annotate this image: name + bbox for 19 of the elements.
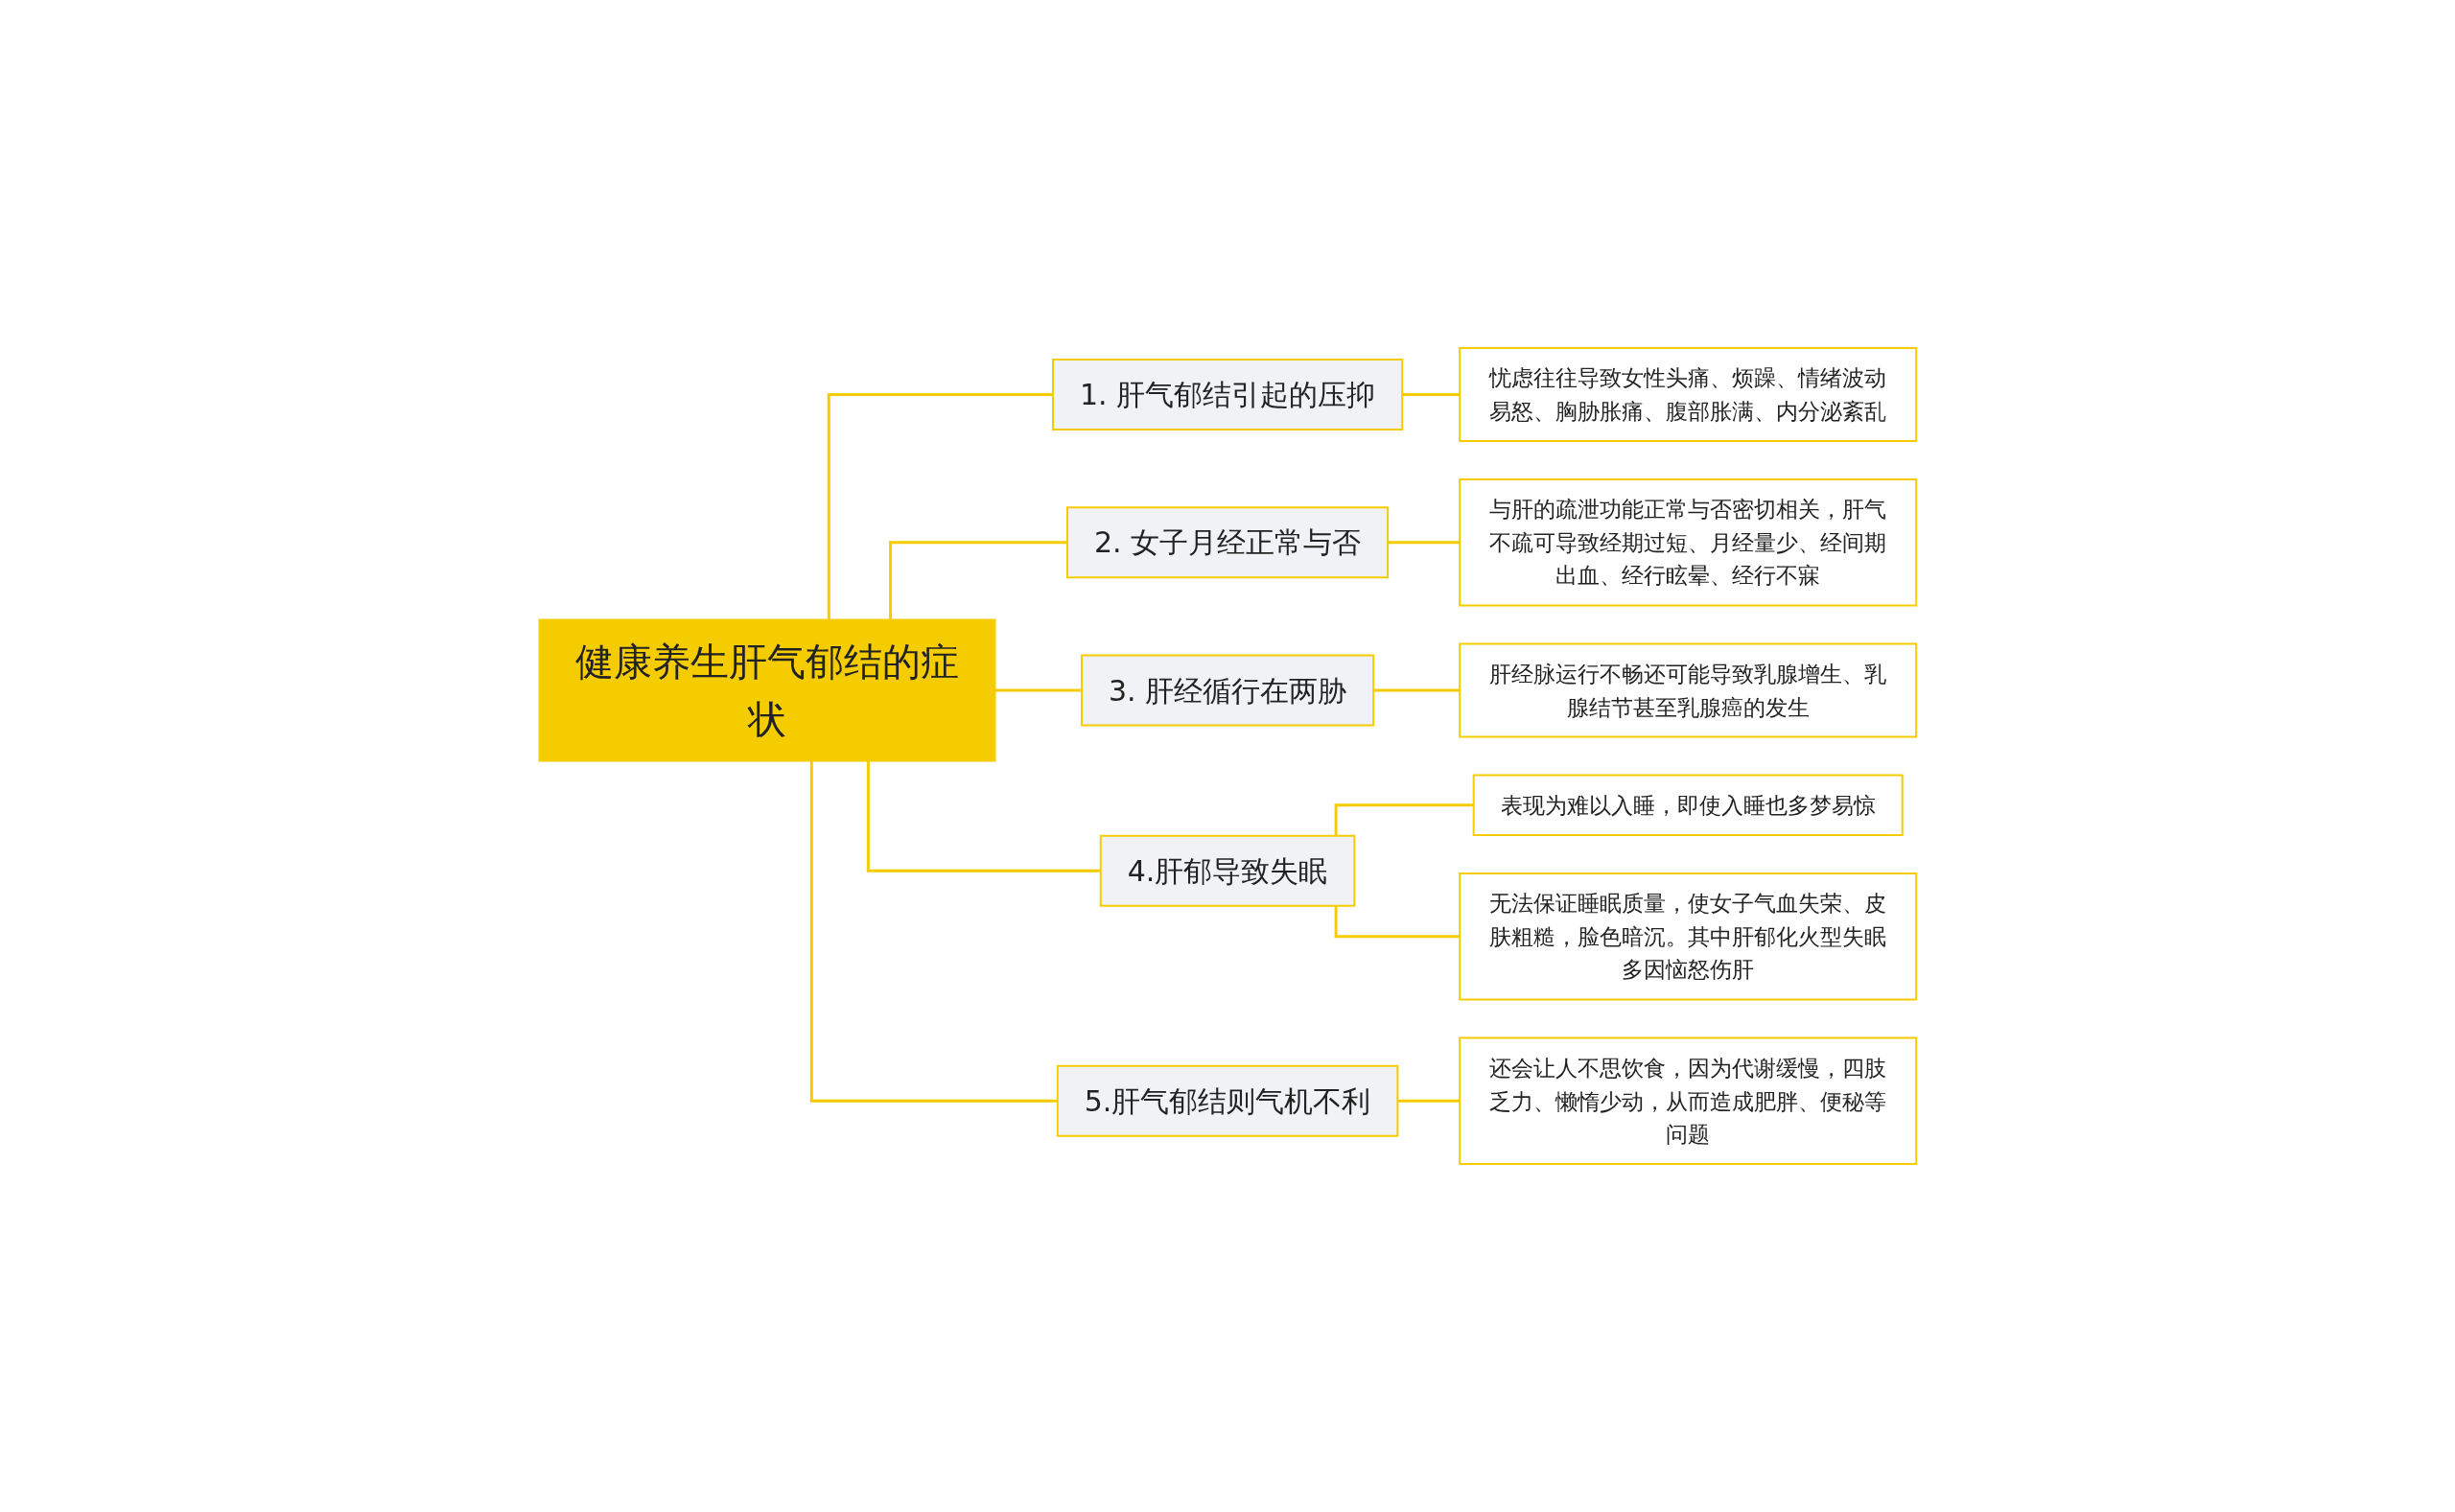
node-box: 3. 肝经循行在两胁: [1080, 654, 1375, 727]
node-box: 忧虑往往导致女性头痛、烦躁、情绪波动易怒、胸胁胀痛、腹部胀满、内分泌紊乱: [1459, 347, 1918, 442]
connector: [994, 688, 1082, 692]
node-box: 健康养生肝气郁结的症状: [538, 618, 996, 762]
node-box: 5.肝气郁结则气机不利: [1056, 1064, 1399, 1137]
node-box: 2. 女子月经正常与否: [1065, 506, 1390, 579]
connector: [889, 541, 1067, 619]
node-box: 表现为难以入睡，即使入睡也多梦易惊: [1472, 774, 1904, 836]
connector: [1334, 803, 1474, 836]
connector: [827, 393, 1053, 619]
connector: [1334, 905, 1461, 939]
node-box: 4.肝郁导致失眠: [1099, 834, 1356, 907]
connector: [866, 761, 1101, 872]
node-box: 与肝的疏泄功能正常与否密切相关，肝气不疏可导致经期过短、月经量少、经间期出血、经行眩晕、经行不寐: [1459, 478, 1918, 607]
node-box: 肝经脉运行不畅还可能导致乳腺增生、乳腺结节甚至乳腺癌的发生: [1459, 642, 1918, 738]
node-box: 1. 肝气郁结引起的压抑: [1051, 359, 1404, 430]
connector: [809, 761, 1058, 1103]
node-box: 无法保证睡眠质量，使女子气血失荣、皮肤粗糙，脸色暗沉。其中肝郁化火型失眠多因恼怒伤肝: [1459, 872, 1918, 1001]
node-box: 还会让人不思饮食，因为代谢缓慢，四肢乏力、懒惰少动，从而造成肥胖、便秘等问题: [1459, 1036, 1918, 1165]
